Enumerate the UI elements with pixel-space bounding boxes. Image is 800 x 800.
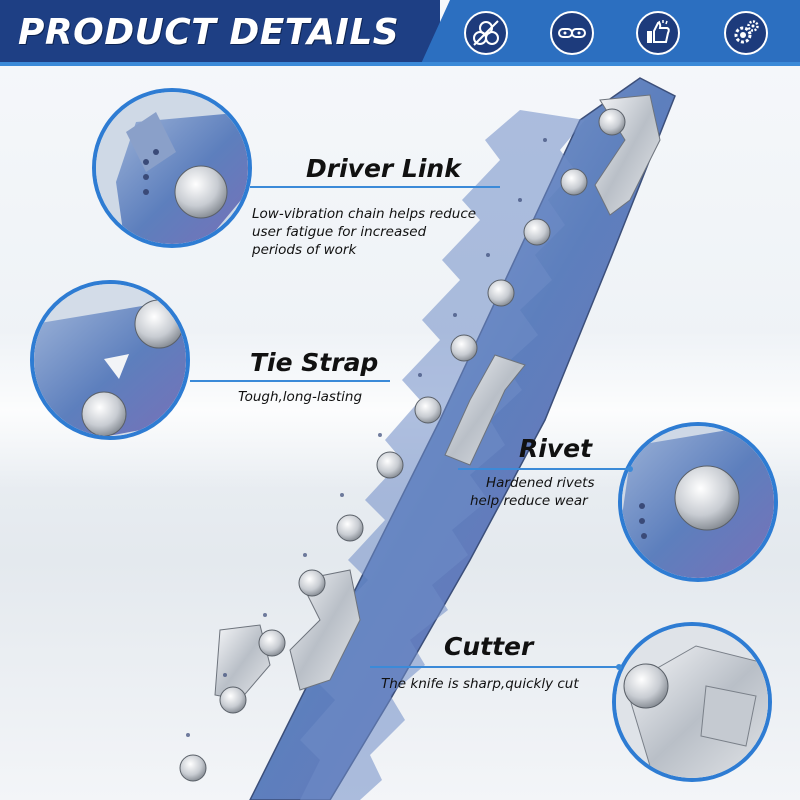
driver-link-desc-3: periods of work: [252, 242, 357, 258]
tie-strap-title: Tie Strap: [250, 348, 379, 377]
rods-icon: [464, 11, 508, 55]
rivet-title: Rivet: [519, 434, 593, 463]
header-bar: [0, 0, 440, 66]
cutter-line: [370, 666, 620, 668]
rivet-line-dot: [627, 466, 633, 472]
rivet-desc-2: help reduce wear: [470, 493, 588, 509]
header-stripe: [0, 62, 800, 66]
chain-icon: [550, 11, 594, 55]
tie-strap-line: [190, 380, 390, 382]
thumbs-up-icon: [636, 11, 680, 55]
cutter-title: Cutter: [444, 632, 534, 661]
driver-link-title: Driver Link: [306, 154, 461, 183]
tie-strap-zoom: [30, 280, 190, 440]
driver-link-desc-2: user fatigue for increased: [252, 224, 427, 240]
rivet-desc-1: Hardened rivets: [486, 475, 595, 491]
cutter-zoom: [612, 622, 772, 782]
driver-link-line: [250, 186, 500, 188]
rivet-line: [458, 468, 630, 470]
driver-link-zoom: [92, 88, 252, 248]
page-title: PRODUCT DETAILS: [18, 12, 400, 53]
cutter-desc-1: The knife is sharp,quickly cut: [381, 676, 579, 692]
driver-link-desc-1: Low-vibration chain helps reduce: [252, 206, 477, 222]
gears-icon: [724, 11, 768, 55]
rivet-zoom: [618, 422, 778, 582]
tie-strap-desc-1: Tough,long-lasting: [238, 389, 363, 405]
